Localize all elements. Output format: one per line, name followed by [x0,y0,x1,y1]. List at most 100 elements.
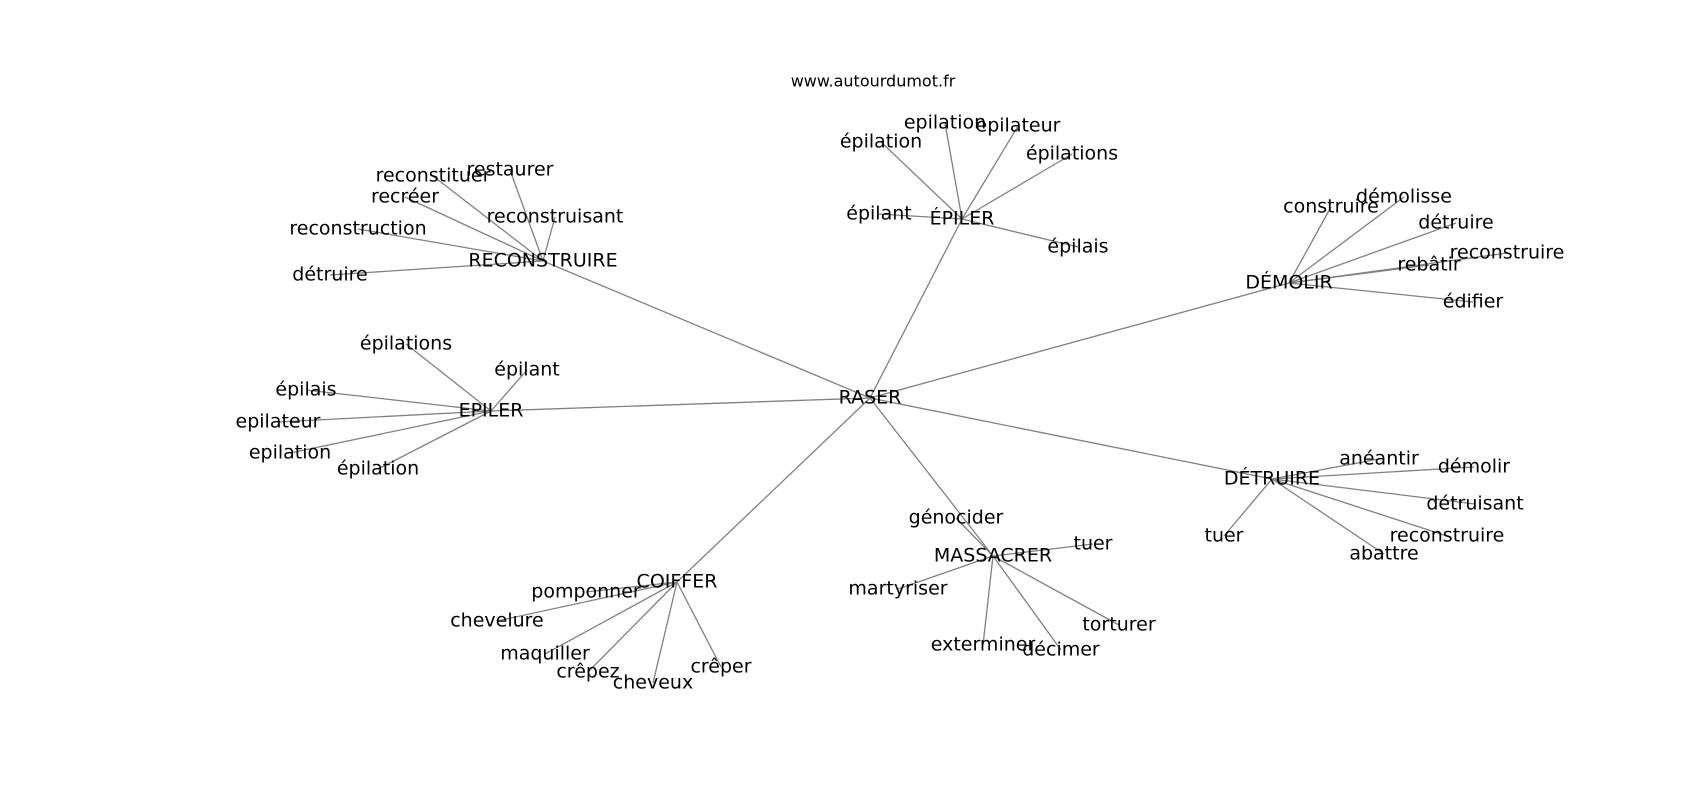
leaf-node[interactable]: épilations [1026,143,1118,165]
leaf-node[interactable]: épilant [846,203,911,225]
leaf-node[interactable]: exterminer [931,634,1036,656]
leaf-node[interactable]: détruire [1418,212,1493,234]
leaf-node[interactable]: démolir [1438,456,1510,478]
edge-hub-to-leaf [542,216,556,262]
edge-hub-to-leaf [1288,222,1457,284]
leaf-node[interactable]: reconstruction [289,218,426,240]
edge-center-to-hub [869,397,994,557]
edge-hub-to-leaf [961,218,1079,248]
leaf-node[interactable]: maquiller [500,643,590,665]
leaf-node[interactable]: crêper [690,656,751,678]
edge-hub-to-leaf [880,141,963,220]
leaf-node[interactable]: restaurer [466,159,553,181]
edge-hub-to-leaf [955,517,994,557]
edge-hub-to-leaf [897,555,994,590]
leaf-node[interactable]: épilais [275,379,336,401]
leaf-node[interactable]: pomponner [531,581,641,603]
hub-node[interactable]: DÉTRUIRE [1224,467,1320,490]
edge-hub-to-leaf [992,543,1094,557]
leaf-node[interactable]: reconstituer [376,165,491,187]
edge-hub-to-leaf [1271,458,1380,480]
edge-hub-to-leaf [961,125,1019,220]
edge-hub-to-leaf [992,555,1120,626]
edge-hub-to-leaf [329,260,544,276]
leaf-node[interactable]: epilation [904,112,986,134]
edge-center-to-hub [869,282,1290,399]
edge-hub-to-leaf [1271,478,1476,505]
leaf-node[interactable]: anéantir [1339,448,1419,470]
hub-node[interactable]: COIFFER [637,571,718,593]
hub-node[interactable]: DÉMOLIR [1245,271,1332,294]
edge-center-to-hub [676,397,871,583]
graph-edges [277,122,1508,684]
edge-hub-to-leaf [652,581,678,684]
leaf-node[interactable]: martyriser [848,578,947,600]
leaf-node[interactable]: construire [1283,196,1379,218]
leaf-node[interactable]: torturer [1082,614,1155,636]
hub-node[interactable]: RECONSTRUIRE [468,250,617,272]
edge-hub-to-leaf [405,343,492,412]
leaf-node[interactable]: détruire [292,264,367,286]
leaf-node[interactable]: reconstruisant [487,206,624,228]
leaf-node[interactable]: épilais [1047,236,1108,258]
leaf-node[interactable]: epilateur [236,411,321,433]
leaf-node[interactable]: rebâtir [1397,254,1461,276]
leaf-node[interactable]: cheveux [613,672,693,694]
edge-hub-to-leaf [277,410,492,423]
edge-hub-to-leaf [961,153,1073,220]
leaf-node[interactable]: epilation [249,442,331,464]
leaf-node[interactable]: génocider [909,507,1004,529]
edge-hub-to-leaf [432,175,544,262]
center-node[interactable]: RASER [839,387,902,409]
edge-hub-to-leaf [305,389,492,412]
edge-hub-to-leaf [1288,282,1474,303]
hub-node[interactable]: EPILER [459,400,524,422]
edge-hub-to-leaf [1271,478,1385,555]
leaf-node[interactable]: reconstruire [1450,242,1565,264]
edge-center-to-hub [869,218,963,399]
leaf-node[interactable]: décimer [1022,639,1100,661]
edge-hub-to-leaf [1288,252,1508,284]
leaf-node[interactable]: épilations [360,333,452,355]
leaf-node[interactable]: épilation [840,131,922,153]
edge-hub-to-leaf [1271,466,1475,480]
leaf-node[interactable]: détruisant [1426,493,1523,515]
leaf-node[interactable]: démolisse [1356,186,1452,208]
edge-hub-to-leaf [878,213,963,220]
edge-hub-to-leaf [490,369,528,412]
source-label[interactable]: www.autourdumot.fr [791,72,956,91]
edge-hub-to-leaf [289,410,492,454]
edge-center-to-hub [542,260,871,399]
edge-hub-to-leaf [404,196,544,262]
edge-hub-to-leaf [544,581,678,655]
edge-hub-to-leaf [377,410,492,470]
leaf-node[interactable]: epilateur [976,115,1061,137]
edge-center-to-hub [490,397,871,412]
leaf-node[interactable]: chevelure [450,610,544,632]
leaf-node[interactable]: épilation [337,458,419,480]
edge-hub-to-leaf [585,581,678,593]
hub-node[interactable]: ÉPILER [930,207,995,230]
leaf-node[interactable]: épilant [494,359,559,381]
leaf-node[interactable]: édifier [1443,291,1504,313]
edge-hub-to-leaf [676,581,722,668]
leaf-node[interactable]: crêpez [556,661,619,683]
edge-hub-to-leaf [982,555,994,646]
leaf-node[interactable]: tuer [1074,533,1113,555]
edge-hub-to-leaf [1271,478,1448,537]
edge-hub-to-leaf [496,581,678,622]
edge-hub-to-leaf [992,555,1062,651]
edge-center-to-hub [869,397,1273,480]
leaf-node[interactable]: recréer [371,186,439,208]
leaf-node[interactable]: reconstruire [1390,525,1505,547]
edge-hub-to-leaf [587,581,678,673]
leaf-node[interactable]: abattre [1349,543,1418,565]
edge-hub-to-leaf [509,169,544,262]
hub-node[interactable]: MASSACRER [934,545,1052,567]
edge-hub-to-leaf [1223,478,1273,537]
leaf-node[interactable]: tuer [1205,525,1244,547]
edge-hub-to-leaf [944,122,963,220]
edge-hub-to-leaf [1288,206,1332,284]
